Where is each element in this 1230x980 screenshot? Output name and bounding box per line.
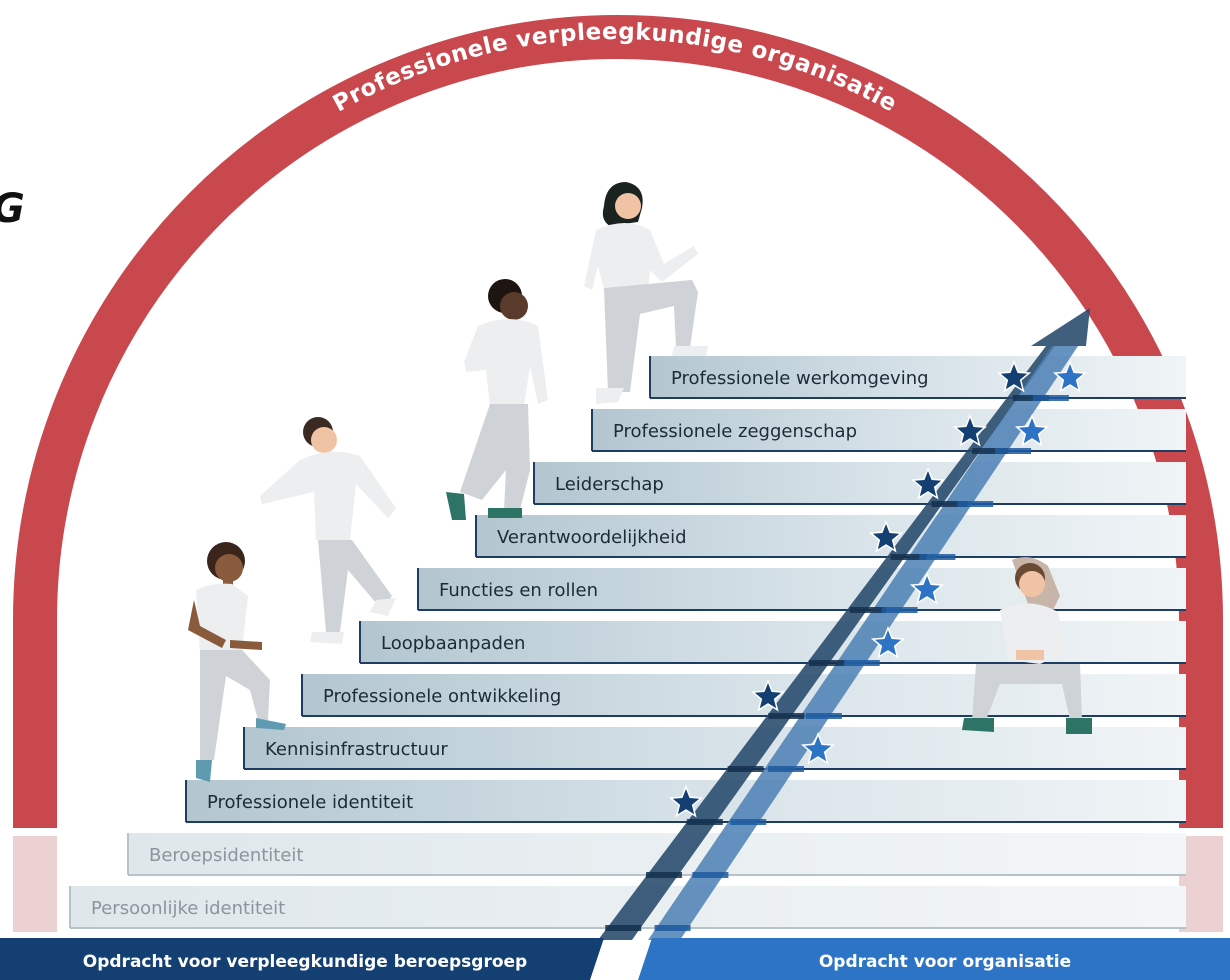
arrow-dark <box>598 308 1090 940</box>
arch-title: Professionele verpleegkundige organisati… <box>329 19 902 117</box>
star-icon <box>996 359 1032 393</box>
step-label: Professionele werkomgeving <box>671 368 929 389</box>
star-icon <box>1052 359 1088 393</box>
arrow-band <box>686 819 723 825</box>
arrow-light <box>648 346 1078 940</box>
step-label: Professionele ontwikkeling <box>323 686 561 707</box>
arrow-band <box>995 448 1032 454</box>
star-icon <box>800 731 836 765</box>
step-2: Professionele zeggenschap <box>591 409 1186 452</box>
banner-left-label: Opdracht voor verpleegkundige beroepsgro… <box>83 952 527 972</box>
arch <box>12 15 1223 828</box>
arrow-band <box>931 501 968 507</box>
arrow-bands <box>605 395 1069 931</box>
banner-right-label: Opdracht voor organisatie <box>819 952 1071 972</box>
arrow-band <box>890 554 927 560</box>
step-label: Beroepsidentiteit <box>149 845 303 866</box>
star-icon <box>750 678 786 712</box>
arch-right-base <box>1179 836 1223 932</box>
person-climbing-1 <box>188 542 286 782</box>
step-bar <box>650 356 1186 398</box>
star-icon <box>870 625 906 659</box>
step-label: Kennisinfrastructuur <box>265 739 448 760</box>
arrow-band <box>805 713 842 719</box>
banner-right: Opdracht voor organisatie <box>638 938 1230 980</box>
arrow-band <box>843 660 880 666</box>
arrow-band <box>605 925 642 931</box>
arrow-band <box>881 607 918 613</box>
person-climbing-4 <box>584 182 708 404</box>
arrow-band <box>768 713 805 719</box>
steps: Professionele werkomgevingProfessionele … <box>69 356 1186 929</box>
arrow-band <box>768 766 805 772</box>
arch-left-base <box>13 836 57 932</box>
arrow-band <box>654 925 691 931</box>
arrow-band <box>957 501 994 507</box>
step-bar <box>418 568 1186 610</box>
star-icon <box>1014 413 1050 447</box>
step-label: Verantwoordelijkheid <box>497 527 687 548</box>
person-climbing-2 <box>260 417 396 644</box>
step-1: Professionele werkomgeving <box>649 356 1186 399</box>
arrow-band <box>727 766 764 772</box>
arrow-band <box>730 819 767 825</box>
step-bar <box>476 515 1186 557</box>
growth-arrows <box>598 308 1090 940</box>
step-5: Functies en rollen <box>417 568 1186 611</box>
step-label: Professionele zeggenschap <box>613 421 857 442</box>
arrow-band <box>972 448 1009 454</box>
step-bar <box>592 409 1186 451</box>
arrow-band <box>849 607 886 613</box>
star-icon <box>910 466 946 500</box>
arrow-band <box>692 872 729 878</box>
star-icon <box>909 571 945 605</box>
arrow-band <box>646 872 683 878</box>
banner-left: Opdracht voor verpleegkundige beroepsgro… <box>0 938 604 980</box>
star-icon <box>952 413 988 447</box>
arrow-band <box>1012 395 1049 401</box>
step-label: Loopbaanpaden <box>381 633 525 654</box>
star-icon <box>668 784 704 818</box>
person-climbing-3 <box>446 279 548 520</box>
step-4: Verantwoordelijkheid <box>475 515 1186 558</box>
step-label: Functies en rollen <box>439 580 598 601</box>
person-sitting <box>962 557 1092 734</box>
arrow-band <box>919 554 956 560</box>
step-8: Kennisinfrastructuur <box>243 727 1186 770</box>
step-3: Leiderschap <box>533 462 1186 505</box>
step-7: Professionele ontwikkeling <box>301 674 1186 717</box>
arrow-band <box>809 660 846 666</box>
step-10: Beroepsidentiteit <box>127 833 1186 876</box>
cut-off-letter: G <box>0 186 25 232</box>
step-label: Leiderschap <box>555 474 664 495</box>
star-icon <box>868 519 904 553</box>
stars <box>668 359 1088 818</box>
step-bar <box>534 462 1186 504</box>
arrow-band <box>1032 395 1069 401</box>
step-bar <box>244 727 1186 769</box>
step-label: Persoonlijke identiteit <box>91 898 285 919</box>
step-label: Professionele identiteit <box>207 792 413 813</box>
